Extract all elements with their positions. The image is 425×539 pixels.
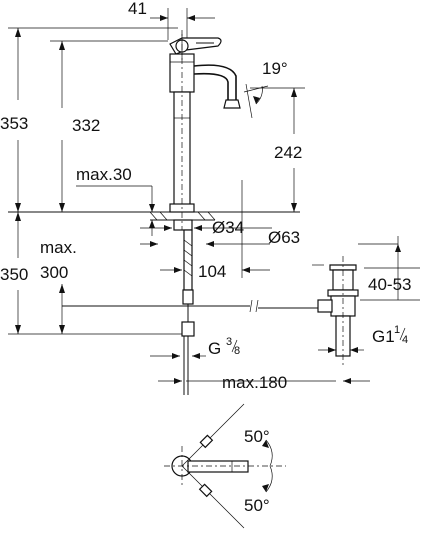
dim-4053-label: 40-53 (368, 275, 411, 294)
dim-g114-group: G1 1 4 (318, 324, 408, 353)
dim-max30-label: max.30 (76, 165, 132, 184)
dim-350-group: 350 (0, 212, 182, 335)
dim-d63-label: Ø63 (268, 228, 300, 247)
dim-242-group: 242 (250, 87, 305, 212)
dim-g114-g: G1 (372, 327, 395, 346)
dim-19-label: 19° (262, 59, 288, 78)
dim-g38-group: G 3 8 (150, 336, 240, 359)
dim-d63-group: Ø63 (140, 228, 300, 247)
dim-4053-group: 40-53 (358, 236, 420, 301)
dim-d34-group: Ø34 (140, 218, 272, 237)
dim-max-label: max. (40, 238, 77, 257)
dim-104-group: 104 (160, 180, 270, 281)
dim-g38-num: 3 (226, 336, 232, 348)
dim-max180-group: max.180 (158, 373, 370, 392)
dim-41-group: 41 (128, 0, 215, 40)
dim-41-label: 41 (128, 0, 147, 18)
dim-g38-g: G (208, 339, 221, 358)
waste-valve (312, 256, 359, 365)
dim-max300-group: max. 300 (40, 238, 77, 334)
dim-d34-label: Ø34 (212, 218, 244, 237)
dim-332-group: 332 (50, 40, 168, 212)
dim-g38-den: 8 (234, 345, 240, 357)
dim-max180-label: max.180 (222, 373, 287, 392)
dim-50-bottom-label: 50° (244, 496, 270, 515)
dim-max30-group: max.30 (76, 165, 155, 236)
dim-104-label: 104 (198, 262, 226, 281)
dim-g114-num: 1 (394, 324, 400, 336)
dim-300-label: 300 (40, 263, 68, 282)
plan-view: 50° 50° (164, 403, 286, 529)
dim-242-label: 242 (274, 143, 302, 162)
dim-350-label: 350 (0, 265, 28, 284)
dim-50-top-label: 50° (244, 427, 270, 446)
dim-332-label: 332 (72, 116, 100, 135)
dim-353-label: 353 (0, 114, 28, 133)
dim-353-group: 353 (0, 27, 178, 212)
dim-g114-den: 4 (402, 334, 408, 346)
